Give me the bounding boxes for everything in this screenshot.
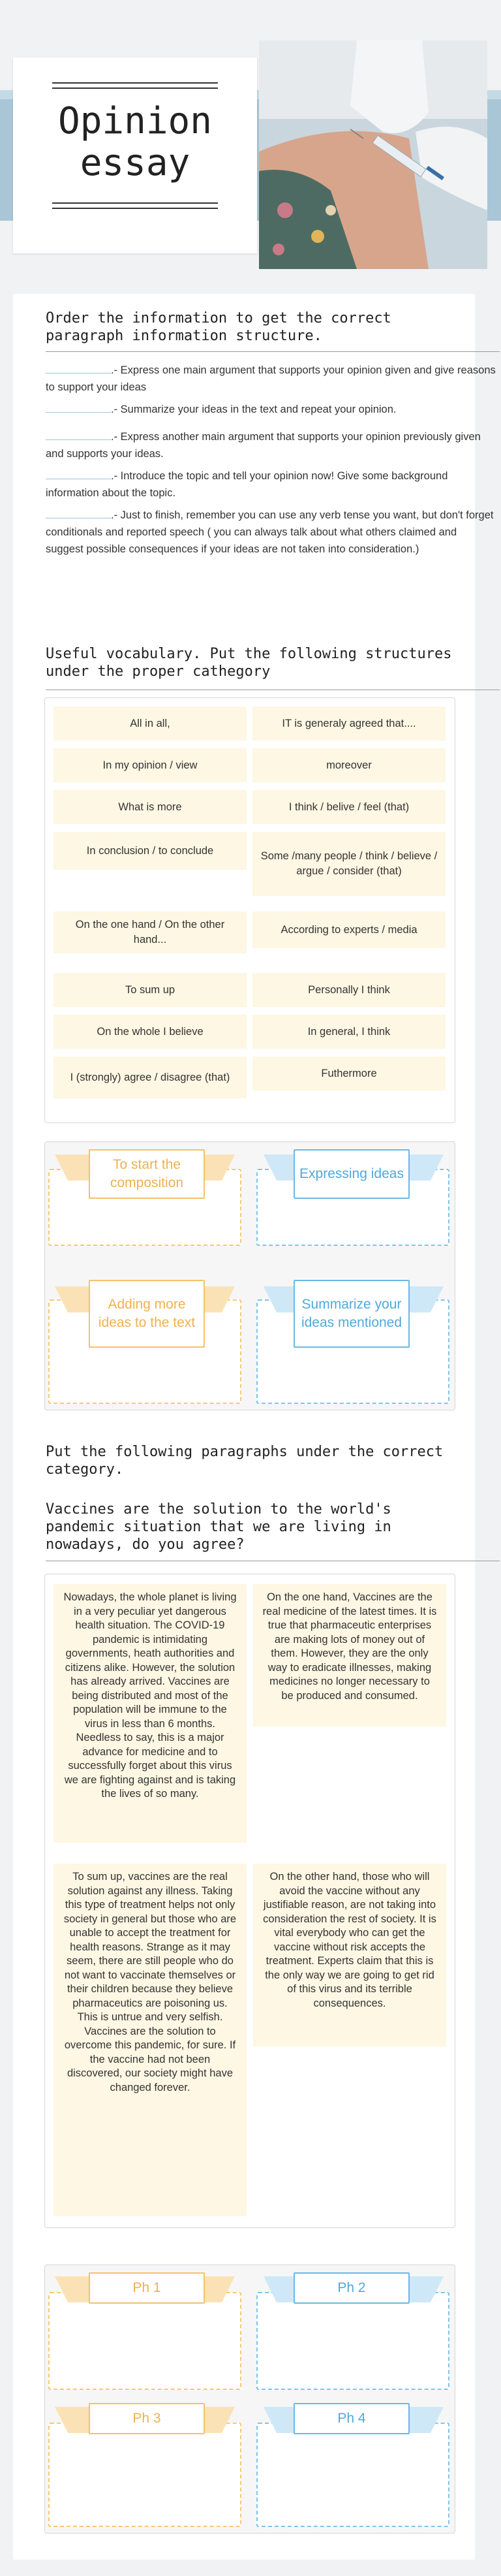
paragraph-card[interactable]: To sum up, vaccines are the real solutio… [53,1864,247,2216]
paragraph-card[interactable]: Nowadays, the whole planet is living in … [53,1584,247,1843]
paragraphs-heading: Put the following paragraphs under the c… [46,1444,444,1478]
vocab-item[interactable]: Personally I think [252,973,446,1007]
order-item-2: .- Summarize your ideas in the text and … [46,401,497,418]
vocab-item[interactable]: moreover [252,748,446,782]
category-ph3: Ph 3 [89,2403,205,2434]
title-card: Opinion essay [13,57,257,253]
category-ph1: Ph 1 [89,2272,205,2304]
category-summarize: Summarize your ideas mentioned [294,1280,410,1348]
title-rule-top-2 [52,87,218,89]
essay-question: Vaccines are the solution to the world's… [46,1501,391,1553]
category-ph2: Ph 2 [294,2272,410,2304]
title-rule-bottom-2 [52,208,218,209]
vocab-item[interactable]: I (strongly) agree / disagree (that) [53,1057,247,1098]
paragraph-card[interactable]: On the one hand, Vaccines are the real m… [253,1584,446,1726]
answer-blank-4[interactable] [46,469,111,479]
vocab-item[interactable]: Some /many people / think / believe / ar… [252,832,446,896]
vocab-item[interactable]: According to experts / media [252,912,446,948]
title-rule-top [52,82,218,84]
category-expressing-ideas: Expressing ideas [294,1149,410,1199]
order-item-5: .- Just to finish, remember you can use … [46,509,494,555]
vocab-item[interactable]: I think / belive / feel (that) [252,790,446,824]
order-item-1: .- Express one main argument that suppor… [46,364,496,393]
drop-zone-ph2[interactable] [256,2292,449,2390]
vocab-heading: Useful vocabulary. Put the following str… [46,646,452,680]
category-start-composition: To start the composition [89,1149,205,1199]
vaccine-photo [259,40,487,269]
drop-zone-ph3[interactable] [48,2423,241,2527]
vocab-item[interactable]: On the one hand / On the other hand... [53,912,247,953]
title-rule-bottom [52,202,218,204]
vocab-item[interactable]: IT is generaly agreed that.... [252,707,446,740]
answer-blank-3[interactable] [46,430,111,440]
drop-zone-ph4[interactable] [256,2423,449,2527]
vocab-item[interactable]: To sum up [53,973,247,1007]
order-heading: Order the information to get the correct… [46,310,391,344]
answer-blank-1[interactable] [46,364,111,374]
vocab-item[interactable]: In my opinion / view [53,748,247,782]
category-ph4: Ph 4 [294,2403,410,2434]
ribbon-banner-icon [55,1154,444,1312]
category-adding-ideas: Adding more ideas to the text [89,1280,205,1348]
divider [46,351,500,352]
answer-blank-5[interactable] [46,509,111,518]
vocab-item[interactable]: In conclusion / to conclude [53,832,247,870]
vocab-item[interactable]: Futhermore [252,1057,446,1090]
drop-zone-start[interactable] [48,1169,241,1246]
order-item-3: .- Express another main argument that su… [46,430,481,460]
ribbon-banner-icon [55,2276,444,2433]
order-item-4: .- Introduce the topic and tell your opi… [46,469,448,499]
vocab-item[interactable]: What is more [53,790,247,824]
answer-blank-2[interactable] [46,403,111,413]
title-line-1: Opinion [57,100,212,142]
drop-zone-ph1[interactable] [48,2292,241,2390]
vocab-item[interactable]: All in all, [53,707,247,740]
vocab-item[interactable]: In general, I think [252,1015,446,1049]
vocab-item[interactable]: On the whole I believe [53,1015,247,1049]
title-line-2: essay [80,142,190,184]
paragraph-card[interactable]: On the other hand, those who will avoid … [253,1864,446,2046]
